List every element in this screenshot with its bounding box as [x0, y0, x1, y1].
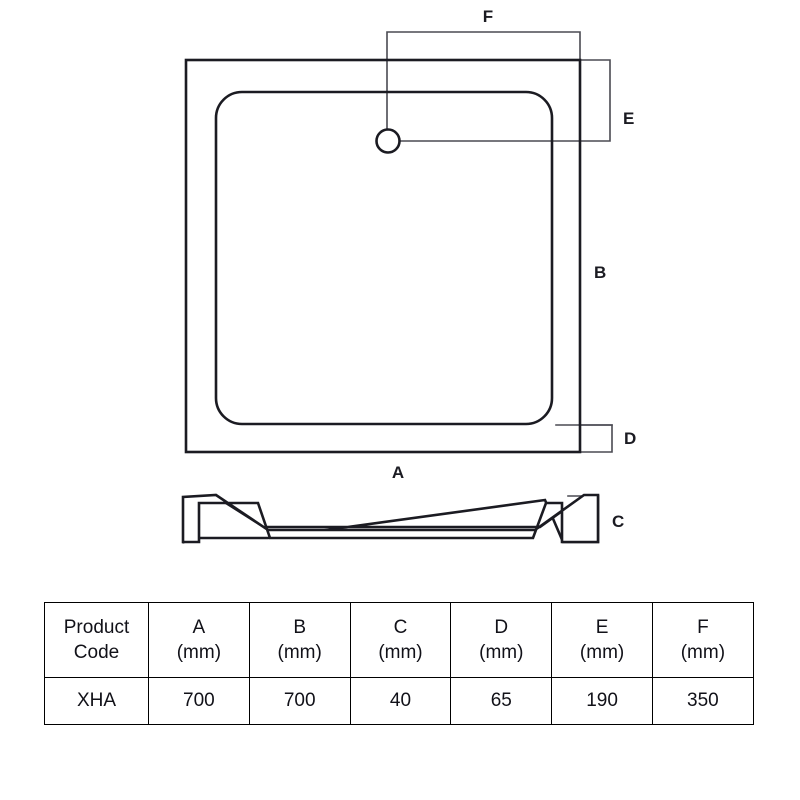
dimension-label-e: E — [623, 109, 634, 128]
table-header-d: D (mm) — [450, 602, 553, 678]
table-header-product-code: Product Code — [44, 602, 149, 678]
header-text-line1: A — [192, 616, 206, 638]
table-header-f: F (mm) — [651, 602, 754, 678]
header-text-line1: C — [393, 616, 408, 638]
cell-d: 65 — [450, 677, 553, 725]
header-text-line1: D — [494, 616, 509, 638]
header-text-line2: (mm) — [176, 642, 222, 663]
table-row: XHA 700 700 40 65 190 350 — [44, 677, 754, 725]
cell-product-code: XHA — [44, 677, 149, 725]
cell-e: 190 — [551, 677, 653, 725]
dimension-line-d — [579, 424, 613, 453]
dimension-label-c: C — [612, 512, 624, 531]
header-text-line2: (mm) — [378, 642, 423, 663]
profile-body — [181, 493, 600, 544]
header-text-line2: (mm) — [680, 642, 726, 663]
header-text-line2: (mm) — [277, 642, 322, 663]
table-header-a: A (mm) — [148, 602, 250, 678]
header-text-line2: Code — [73, 642, 120, 663]
drain-waste-hole — [375, 128, 401, 154]
dimension-label-f: F — [483, 7, 493, 26]
table-header-c: C (mm) — [349, 602, 452, 678]
dimension-label-a: A — [392, 463, 404, 482]
tray-inner-basin — [214, 90, 554, 426]
header-text-line1: F — [697, 616, 709, 638]
dimension-label-b: B — [594, 263, 606, 282]
cell-b: 700 — [248, 677, 351, 725]
tray-outer-edge — [184, 58, 582, 454]
table-header-row: Product Code A (mm) B (mm) C (mm) D (m — [44, 602, 754, 678]
profile-detail-lines — [181, 493, 600, 544]
header-text-line1: Product — [63, 616, 130, 638]
table-header-b: B (mm) — [248, 602, 351, 678]
dimension-label-d: D — [624, 429, 636, 448]
header-text-line1: B — [293, 616, 307, 638]
plan-view — [184, 58, 582, 454]
header-text-line2: (mm) — [479, 642, 524, 663]
header-text-line1: E — [595, 616, 609, 638]
table-header-e: E (mm) — [551, 602, 653, 678]
cell-c: 40 — [349, 677, 452, 725]
product-specification-table: Product Code A (mm) B (mm) C (mm) D (m — [44, 602, 754, 725]
cell-f: 350 — [651, 677, 754, 725]
cell-a: 700 — [148, 677, 250, 725]
header-text-line2: (mm) — [579, 642, 625, 663]
spec-table-container: Product Code A (mm) B (mm) C (mm) D (m — [44, 602, 754, 725]
